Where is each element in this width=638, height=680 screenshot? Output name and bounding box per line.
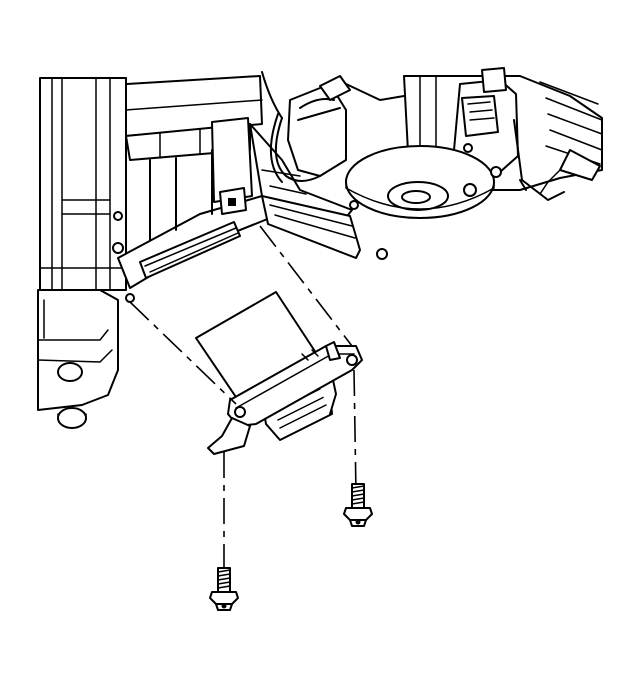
screw-left [209,567,239,611]
mounting-bracket [207,341,363,455]
hvac-module-housing [37,75,388,429]
blower-motor-fan [261,67,603,219]
alignment-lines [129,225,357,574]
screw-right [343,483,373,527]
